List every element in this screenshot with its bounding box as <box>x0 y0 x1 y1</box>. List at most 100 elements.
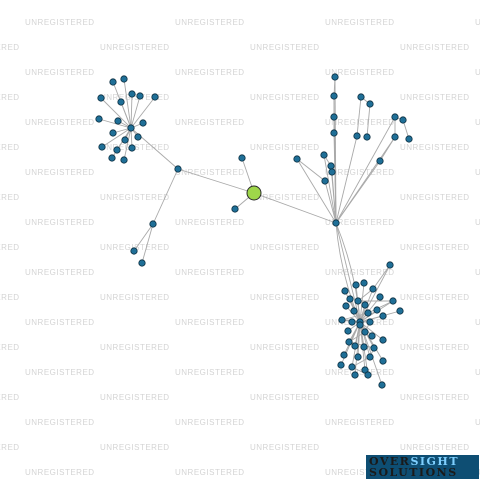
edge-HL-ul3 <box>120 101 132 129</box>
entity-node-up2[interactable] <box>357 93 365 101</box>
entity-node-br12[interactable] <box>364 309 372 317</box>
entity-node-ul11[interactable] <box>121 136 129 144</box>
entity-node-c2[interactable] <box>231 205 239 213</box>
edge-H2-up13 <box>323 154 337 224</box>
edge-up2-up6 <box>356 96 362 137</box>
entity-node-ul15[interactable] <box>128 144 136 152</box>
entity-node-c1[interactable] <box>238 154 246 162</box>
entity-node-l1[interactable] <box>149 220 157 228</box>
edge-HL-ul2 <box>100 97 132 129</box>
entity-node-l2[interactable] <box>130 247 138 255</box>
entity-node-ul10[interactable] <box>109 129 117 137</box>
entity-node-up0[interactable] <box>331 73 339 81</box>
entity-node-br4[interactable] <box>341 287 349 295</box>
entity-node-br10[interactable] <box>342 302 350 310</box>
entity-node-up1[interactable] <box>330 92 338 100</box>
entity-node-br11[interactable] <box>350 307 358 315</box>
edge-H2-up15 <box>331 171 337 224</box>
entity-node-up6[interactable] <box>353 132 361 140</box>
entity-node-br27[interactable] <box>370 344 378 352</box>
entity-node-up16[interactable] <box>293 155 301 163</box>
entity-node-HL[interactable] <box>127 124 135 132</box>
entity-node-br28[interactable] <box>340 351 348 359</box>
entity-node-up17[interactable] <box>321 177 329 185</box>
entity-node-ul9[interactable] <box>139 119 147 127</box>
entity-node-up14[interactable] <box>327 162 335 170</box>
entity-node-ul13[interactable] <box>98 143 106 151</box>
entity-node-ul14[interactable] <box>113 146 121 154</box>
entity-node-up11[interactable] <box>405 135 413 143</box>
entity-node-ul6[interactable] <box>151 93 159 101</box>
entity-node-br30[interactable] <box>366 353 374 361</box>
entity-node-br0[interactable] <box>386 261 394 269</box>
edge-HL-ul4 <box>130 95 141 129</box>
entity-node-ul0[interactable] <box>109 78 117 86</box>
entity-node-br37[interactable] <box>378 381 386 389</box>
entity-node-br3[interactable] <box>369 285 377 293</box>
entity-node-br18[interactable] <box>366 318 374 326</box>
entity-node-ul5[interactable] <box>128 90 136 98</box>
entity-node-br14[interactable] <box>396 307 404 315</box>
entity-node-up8[interactable] <box>391 113 399 121</box>
edge-up16-up17 <box>296 158 326 182</box>
edge-C-H2 <box>253 192 337 224</box>
entity-node-br9[interactable] <box>389 297 397 305</box>
entity-node-ul16[interactable] <box>120 156 128 164</box>
entity-node-br32[interactable] <box>337 361 345 369</box>
entity-node-l3[interactable] <box>138 259 146 267</box>
entity-node-br15[interactable] <box>338 316 346 324</box>
entity-node-up5[interactable] <box>330 129 338 137</box>
entity-node-br16[interactable] <box>348 318 356 326</box>
entity-node-br21[interactable] <box>361 328 369 336</box>
entity-node-up7[interactable] <box>363 133 371 141</box>
edge-br12-br15 <box>341 312 369 321</box>
entity-node-br13[interactable] <box>373 306 381 314</box>
entity-node-up10[interactable] <box>391 133 399 141</box>
entity-node-ul4[interactable] <box>136 92 144 100</box>
entity-node-ul7[interactable] <box>95 115 103 123</box>
entity-node-br2[interactable] <box>360 279 368 287</box>
entity-node-up12[interactable] <box>376 157 384 165</box>
entity-node-br22[interactable] <box>368 332 376 340</box>
entity-node-H2[interactable] <box>332 219 340 227</box>
edge-HL-ul16 <box>123 127 132 161</box>
entity-node-H1[interactable] <box>174 165 182 173</box>
edge-H2-up17 <box>324 180 337 224</box>
entity-node-br1[interactable] <box>352 281 360 289</box>
entity-node-up13[interactable] <box>320 151 328 159</box>
edge-l1-l2 <box>133 223 154 252</box>
entity-node-br20[interactable] <box>344 327 352 335</box>
entity-node-br17[interactable] <box>356 321 364 329</box>
edge-up10-up12 <box>379 136 396 162</box>
logo-word-solutions: SOLUTIONS <box>369 466 458 479</box>
entity-node-br33[interactable] <box>348 363 356 371</box>
entity-node-ul1[interactable] <box>120 75 128 83</box>
entity-node-br19[interactable] <box>379 312 387 320</box>
entity-node-up15[interactable] <box>328 168 336 176</box>
entity-node-br35[interactable] <box>351 371 359 379</box>
entity-node-ul2[interactable] <box>97 94 105 102</box>
entity-node-br5[interactable] <box>346 295 354 303</box>
edge-H2-HB <box>335 222 361 323</box>
entity-node-br24[interactable] <box>345 338 353 346</box>
entity-node-br26[interactable] <box>360 343 368 351</box>
entity-node-br23[interactable] <box>379 336 387 344</box>
entity-node-up9[interactable] <box>399 116 407 124</box>
edge-H2-up5 <box>333 132 337 224</box>
entity-node-ul12[interactable] <box>134 133 142 141</box>
entity-node-up4[interactable] <box>330 113 338 121</box>
entity-node-up3[interactable] <box>366 100 374 108</box>
focal-entity-node[interactable] <box>246 185 262 201</box>
edge-l1-l3 <box>141 223 154 264</box>
entity-node-ul17[interactable] <box>108 154 116 162</box>
entity-node-br25[interactable] <box>351 342 359 350</box>
entity-node-ul3[interactable] <box>117 98 125 106</box>
entity-node-ul8[interactable] <box>114 117 122 125</box>
entity-node-br29[interactable] <box>354 353 362 361</box>
entity-node-br31[interactable] <box>379 357 387 365</box>
entity-node-br7[interactable] <box>361 301 369 309</box>
entity-node-br36[interactable] <box>364 371 372 379</box>
entity-node-br8[interactable] <box>376 293 384 301</box>
entity-node-br6[interactable] <box>354 297 362 305</box>
